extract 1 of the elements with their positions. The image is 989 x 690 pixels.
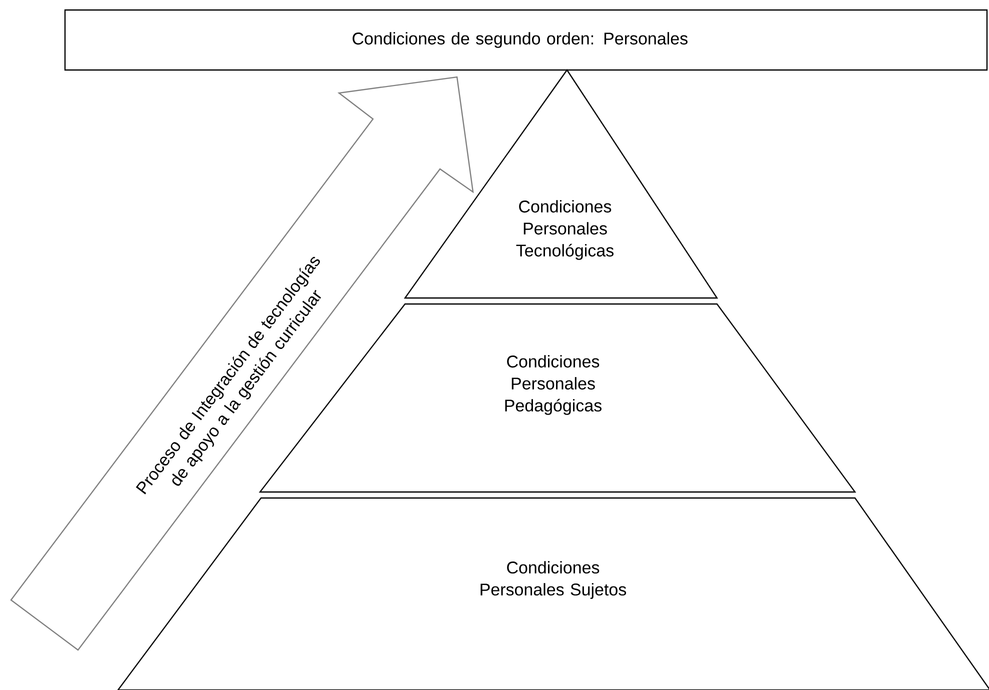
title-box: Condiciones de segundo orden: Personales: [64, 9, 988, 71]
